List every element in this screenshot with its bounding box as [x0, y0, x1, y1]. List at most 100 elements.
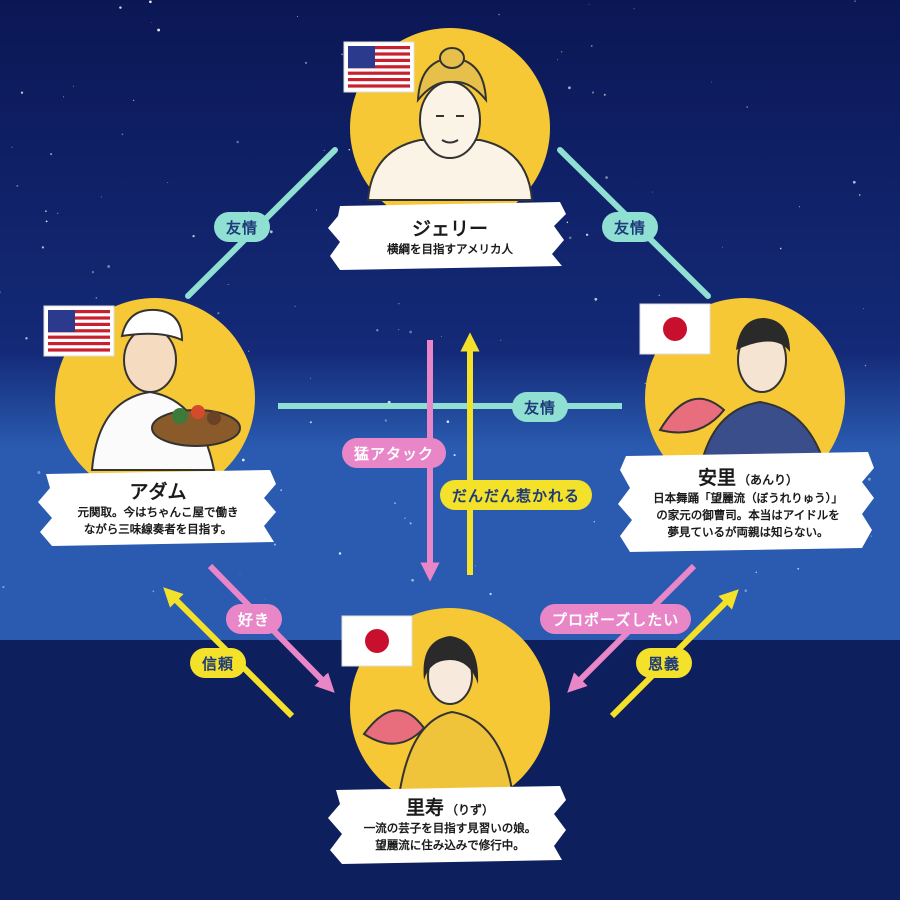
character-desc-line: 一流の芸子を目指す見習いの娘。	[363, 821, 537, 835]
star	[557, 59, 559, 61]
star	[264, 598, 266, 600]
sumo-portrait	[366, 47, 534, 201]
star	[633, 8, 635, 10]
star	[411, 578, 414, 582]
name-card-jerry: ジェリー 横綱を目指すアメリカ人	[336, 206, 564, 268]
star	[710, 81, 713, 83]
star	[304, 61, 308, 65]
star	[590, 44, 593, 47]
star	[409, 522, 412, 525]
star	[394, 502, 396, 504]
star	[269, 230, 273, 234]
star	[560, 50, 563, 53]
star	[167, 181, 169, 183]
star	[341, 53, 344, 56]
star	[474, 565, 476, 567]
star	[446, 420, 450, 423]
star	[45, 210, 47, 212]
star	[2, 586, 5, 589]
character-adam	[38, 298, 276, 546]
star	[149, 0, 152, 4]
relation-label-like: 好き	[226, 604, 283, 634]
star	[72, 85, 75, 87]
star	[404, 517, 406, 520]
name-card-anri: 安里（あんり） 日本舞踊「望麗流（ぼうれりゅう）」 の家元の御曹司。本当はアイド…	[622, 456, 874, 550]
star	[0, 291, 1, 294]
character-name: 安里	[697, 466, 736, 489]
usa-flag-icon	[343, 41, 415, 93]
star	[236, 140, 239, 144]
star	[453, 454, 456, 457]
kimono-man-portrait	[658, 318, 828, 471]
star	[152, 590, 155, 593]
star	[588, 4, 590, 6]
star	[384, 419, 388, 422]
name-card-bg	[38, 470, 276, 546]
relation-label-grace: 恩義	[636, 648, 693, 678]
relation-label-adam-anri: 友情	[512, 392, 569, 422]
star	[107, 265, 111, 268]
name-card-bg	[618, 452, 874, 552]
star	[594, 297, 598, 301]
star	[241, 458, 245, 462]
star	[755, 571, 758, 574]
character-name: ジェリー	[411, 217, 488, 240]
star	[854, 0, 856, 2]
star	[309, 421, 312, 424]
star	[863, 308, 864, 310]
star	[721, 246, 723, 248]
character-desc-line: 望麗流に住み込みで修行中。	[375, 838, 525, 852]
character-name: アダム	[129, 481, 187, 503]
star	[37, 471, 41, 474]
relation-label-trust: 信頼	[190, 648, 247, 678]
character-anri	[618, 298, 874, 552]
star	[63, 96, 64, 98]
star	[192, 234, 195, 238]
star	[568, 236, 572, 240]
name-card-bg	[328, 786, 566, 864]
star	[323, 149, 325, 152]
star	[11, 146, 13, 148]
star	[870, 535, 872, 537]
star	[41, 246, 45, 249]
star	[297, 16, 298, 17]
star	[310, 377, 312, 379]
star	[25, 337, 28, 340]
star	[852, 180, 856, 184]
star	[864, 364, 867, 367]
star	[50, 153, 53, 156]
relation-label-jerry-adam: 友情	[214, 212, 271, 242]
kimono-girl-portrait	[362, 636, 514, 791]
star	[651, 191, 653, 193]
star	[157, 28, 161, 32]
star	[348, 149, 351, 151]
star	[121, 133, 124, 136]
star	[798, 206, 801, 208]
star	[248, 350, 250, 352]
star	[294, 305, 296, 307]
star	[593, 521, 595, 523]
star	[797, 567, 800, 570]
star	[280, 489, 283, 492]
star	[644, 382, 646, 385]
star	[239, 573, 241, 575]
star	[376, 329, 379, 332]
character-desc-line: 夢見ているが両親は知らない。	[667, 524, 829, 539]
star	[489, 592, 492, 596]
japan-flag-icon	[639, 303, 711, 355]
character-desc-line: 横綱を目指すアメリカ人	[387, 241, 513, 256]
character-rizu	[328, 608, 566, 864]
star	[498, 13, 500, 16]
star	[227, 284, 229, 285]
name-card-adam: アダム 元関取。今はちゃんこ屋で働き ながら三味線奏者を目指す。	[40, 474, 276, 544]
star	[45, 220, 48, 223]
star	[779, 247, 782, 250]
relation-label-propose: プロポーズしたい	[540, 604, 692, 634]
relation-label-attracted: だんだん惹かれる	[440, 480, 593, 510]
star	[273, 543, 276, 546]
character-desc-line: ながら三味線奏者を目指す。	[83, 522, 233, 536]
star	[57, 212, 59, 215]
star	[217, 312, 220, 315]
star	[16, 184, 19, 187]
